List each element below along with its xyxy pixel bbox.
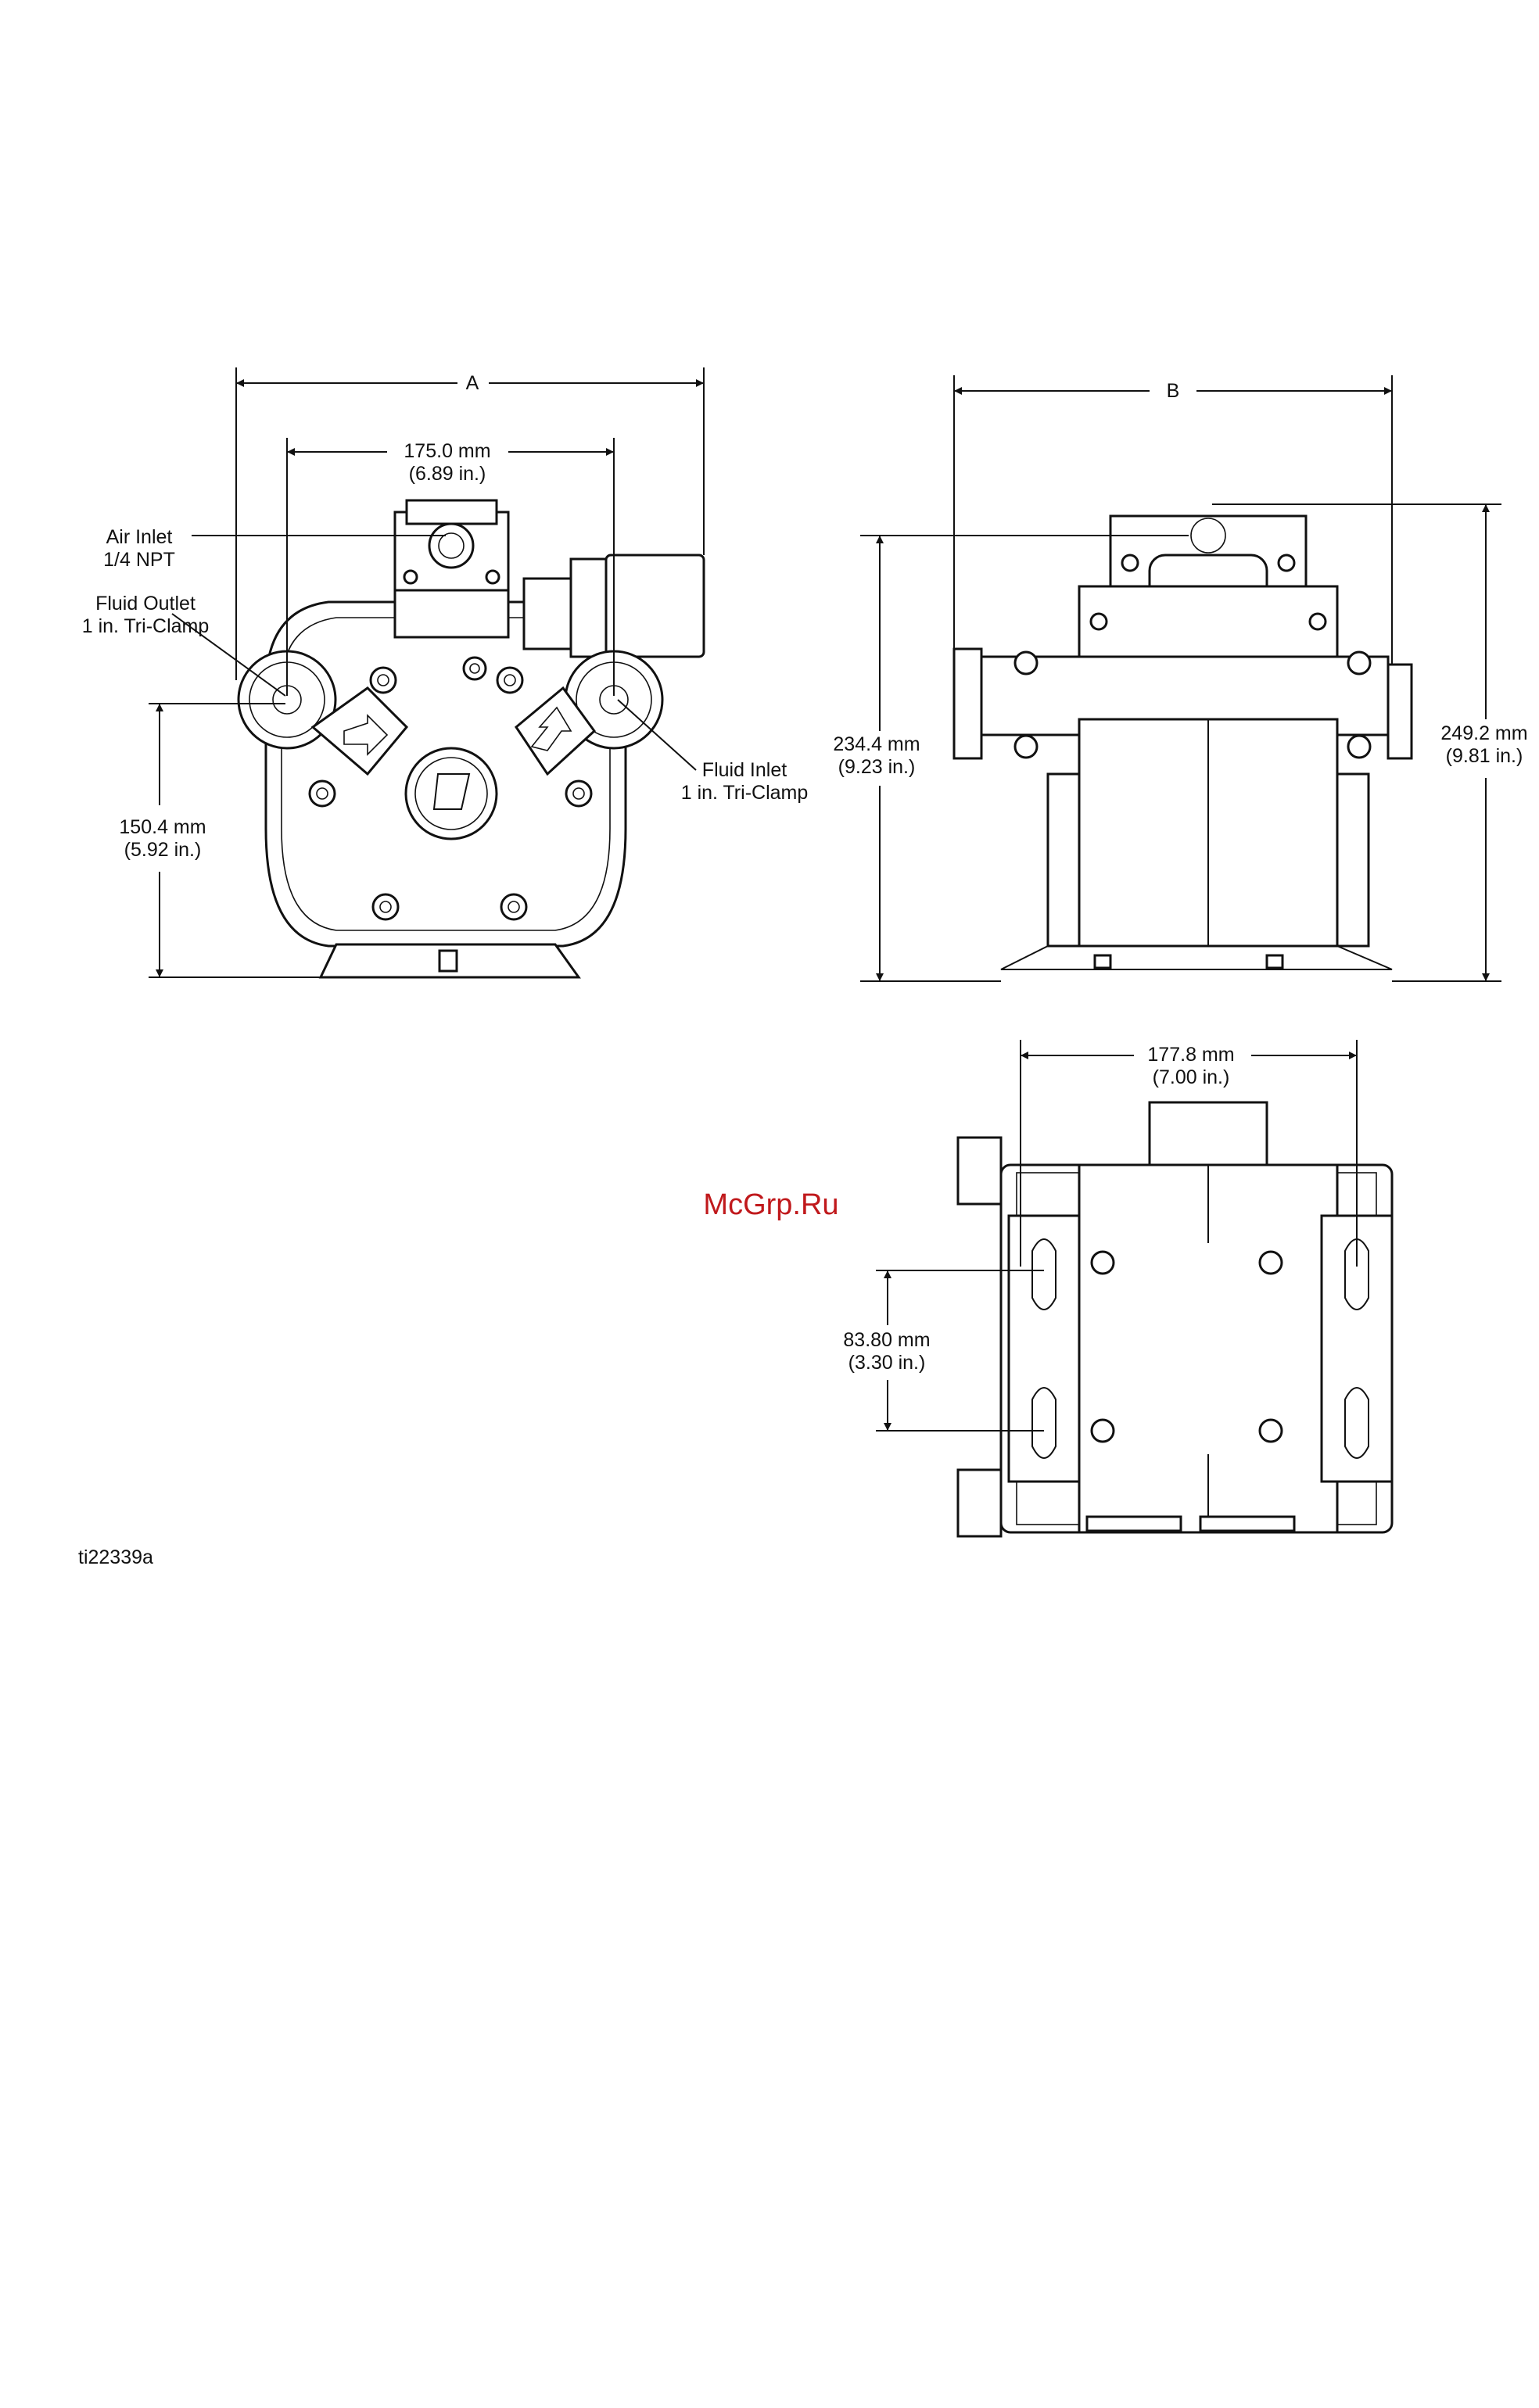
slot-spacing-in: (3.30 in.)	[848, 1352, 926, 1374]
bottom-view	[958, 1102, 1392, 1536]
front-view	[239, 500, 704, 977]
port-spacing-in: (6.89 in.)	[409, 463, 486, 485]
outlet-height-mm: 150.4 mm	[119, 816, 206, 838]
air-inlet-size: 1/4 NPT	[103, 549, 175, 571]
bottom-width-in: (7.00 in.)	[1153, 1066, 1230, 1088]
bottom-width-mm: 177.8 mm	[1147, 1044, 1234, 1066]
fluid-inlet-size: 1 in. Tri-Clamp	[681, 782, 809, 804]
figure-id: ti22339a	[78, 1546, 153, 1568]
outlet-height-in: (5.92 in.)	[124, 839, 202, 861]
height-1-in: (9.23 in.)	[838, 756, 916, 778]
port-spacing-mm: 175.0 mm	[404, 440, 490, 462]
height-1-mm: 234.4 mm	[833, 733, 920, 755]
fluid-inlet-label: Fluid Inlet	[702, 759, 787, 781]
height-2-in: (9.81 in.)	[1446, 745, 1523, 767]
fluid-outlet-label: Fluid Outlet	[95, 593, 196, 615]
dim-b-label: B	[1167, 380, 1180, 402]
air-inlet-label: Air Inlet	[106, 526, 173, 548]
watermark: McGrp.Ru	[703, 1188, 838, 1221]
fluid-outlet-size: 1 in. Tri-Clamp	[82, 615, 210, 637]
side-view	[954, 516, 1412, 969]
height-2-mm: 249.2 mm	[1440, 722, 1527, 744]
dim-a-label: A	[466, 372, 479, 394]
slot-spacing-mm: 83.80 mm	[843, 1329, 930, 1351]
